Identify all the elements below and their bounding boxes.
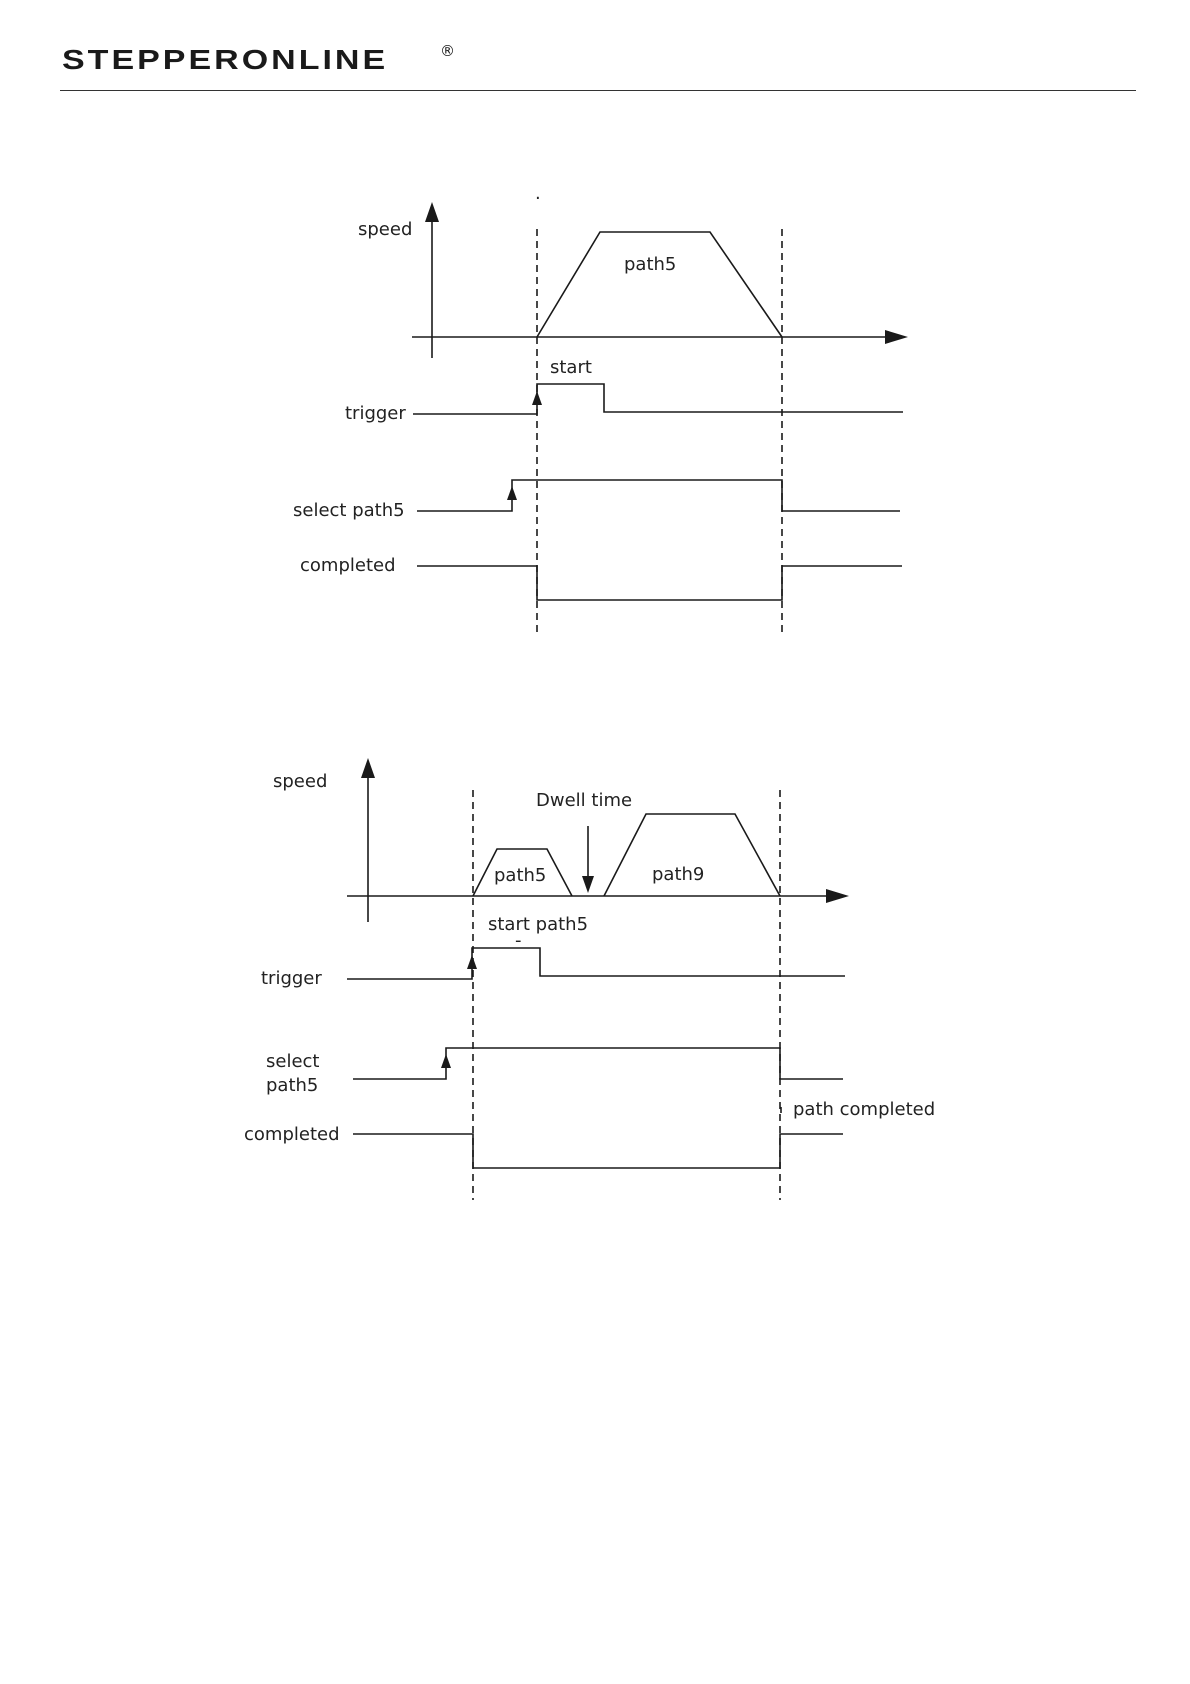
d2-speed-axis-arrow — [361, 758, 375, 778]
d1-trigger-edge-arrow — [532, 391, 542, 405]
d1-trigger-signal — [413, 384, 903, 414]
d1-stray-mark: . — [535, 183, 541, 204]
d1-start-label: start — [550, 357, 592, 378]
d1-select-label: select path5 — [293, 500, 405, 521]
d2-start-label: start path5 — [488, 914, 588, 935]
d2-dwell-arrow-head — [582, 876, 594, 893]
d1-time-axis-arrow — [885, 330, 908, 344]
d2-start-tick: - — [515, 930, 522, 951]
diagram-2 — [347, 758, 849, 1200]
d1-speed-axis-arrow — [425, 202, 439, 222]
d2-select-label-line2: path5 — [266, 1075, 318, 1096]
d2-trigger-signal — [347, 948, 845, 979]
d2-path5-label: path5 — [494, 865, 546, 886]
d2-select-label-line1: select — [266, 1051, 319, 1072]
d2-trigger-label: trigger — [261, 968, 322, 989]
d2-trigger-edge-arrow — [467, 955, 477, 969]
d2-path9-label: path9 — [652, 864, 704, 885]
d1-speed-profile-path5 — [537, 232, 782, 337]
d1-select-edge-arrow — [507, 486, 517, 500]
d2-completed-signal — [353, 1134, 843, 1168]
d2-dwell-label: Dwell time — [536, 790, 632, 811]
d2-select-edge-arrow — [441, 1054, 451, 1068]
d2-time-axis-arrow — [826, 889, 849, 903]
d2-select-signal — [353, 1048, 843, 1079]
d1-completed-label: completed — [300, 555, 396, 576]
d2-completed-label: completed — [244, 1124, 340, 1145]
d2-path-completed-label: path completed — [793, 1099, 935, 1120]
d2-speed-label: speed — [273, 771, 327, 792]
d1-completed-signal — [417, 566, 902, 600]
d1-speed-label: speed — [358, 219, 412, 240]
d1-path5-label: path5 — [624, 254, 676, 275]
d1-trigger-label: trigger — [345, 403, 406, 424]
d1-select-signal — [417, 480, 900, 511]
